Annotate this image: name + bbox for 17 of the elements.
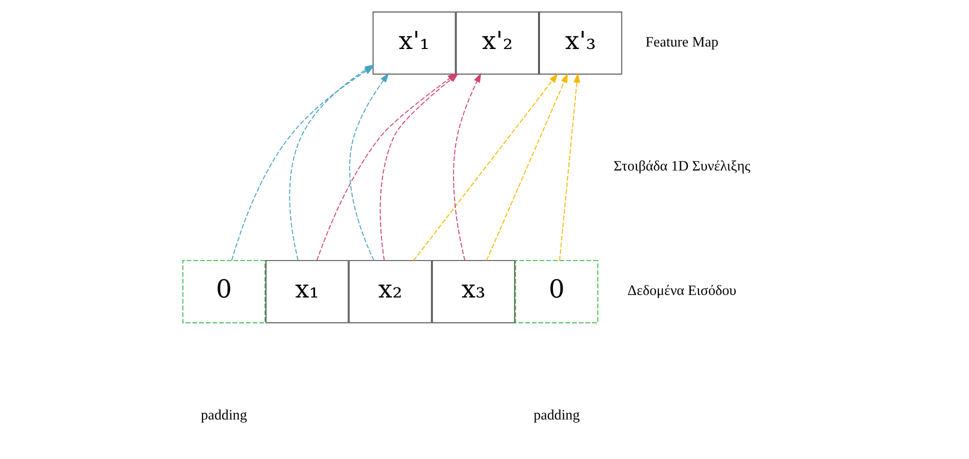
node-box: x₂: [348, 260, 432, 324]
node-box: 0: [182, 260, 266, 324]
label: Feature Map: [646, 34, 718, 50]
node-box: x'₃: [539, 12, 622, 75]
arrow: [453, 72, 482, 261]
label: padding: [534, 407, 580, 424]
label: padding: [200, 407, 248, 424]
node-box: 0: [515, 260, 598, 324]
label: Δεδομένα Εισόδου: [627, 283, 736, 299]
node-box: x'₁: [372, 12, 456, 75]
arrow: [486, 73, 568, 261]
arrow: [349, 73, 389, 261]
node-box: x'₂: [456, 12, 539, 75]
node-box: x₃: [432, 260, 516, 324]
label: Στοιβάδα 1D Συνέλιξης: [614, 158, 750, 175]
node-box: x₁: [266, 260, 349, 324]
arrow: [559, 73, 580, 261]
